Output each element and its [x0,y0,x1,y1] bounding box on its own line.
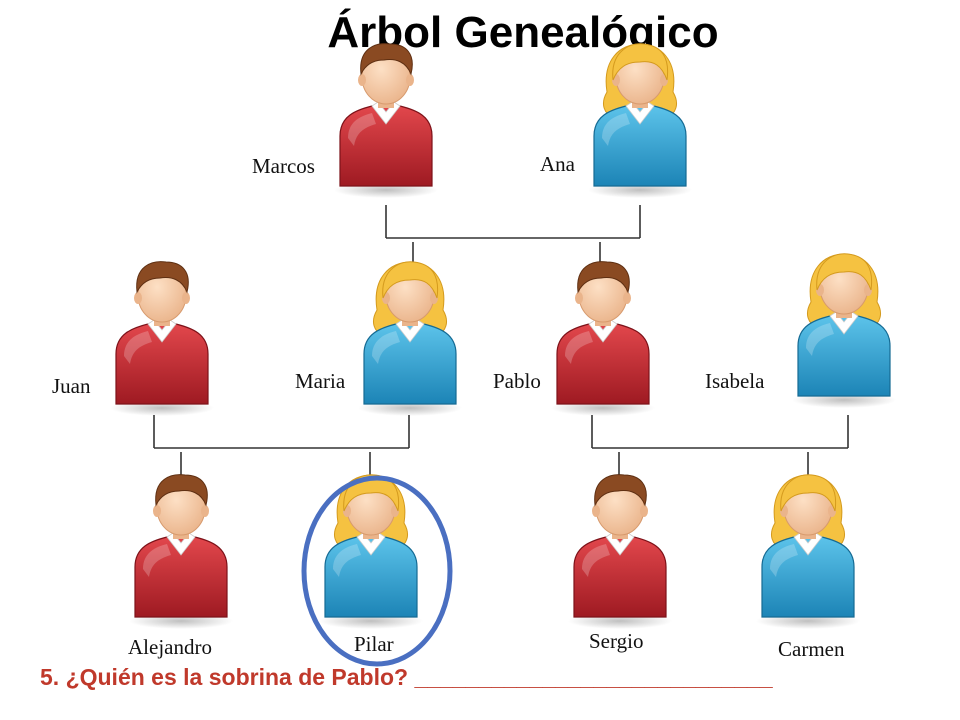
name-maria: Maria [295,369,346,393]
person-marcos-male-icon [334,43,438,198]
person-juan-male-icon [110,261,214,416]
question-text: 5. ¿Quién es la sobrina de Pablo? ______… [40,664,773,690]
name-marcos: Marcos [252,154,315,178]
tree-figures [110,43,896,629]
name-pilar: Pilar [354,632,394,656]
name-sergio: Sergio [589,629,644,653]
person-alejandro-male-icon [129,474,233,629]
name-isabela: Isabela [705,369,765,393]
person-pilar-female-icon [319,474,423,629]
pilar-highlight-ring [301,475,453,667]
person-carmen-female-icon [756,474,860,629]
name-ana: Ana [540,152,575,176]
tree-connectors [153,205,849,482]
person-ana-female-icon [588,43,692,198]
person-isabela-female-icon [792,253,896,408]
name-carmen: Carmen [778,637,845,661]
person-maria-female-icon [358,261,462,416]
person-pablo-male-icon [551,261,655,416]
person-sergio-male-icon [568,474,672,629]
name-juan: Juan [52,374,91,398]
name-pablo: Pablo [493,369,541,393]
name-alejandro: Alejandro [128,635,212,659]
